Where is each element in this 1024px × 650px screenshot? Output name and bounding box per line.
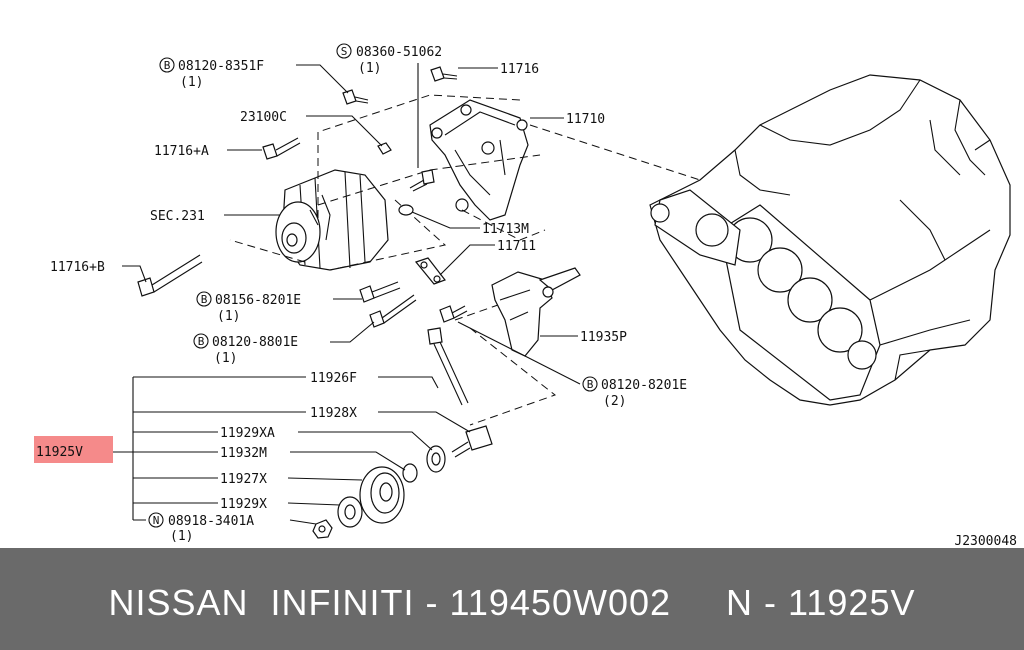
label-08156-8201e[interactable]: 08156-8201E	[215, 293, 301, 308]
label-11928x[interactable]: 11928X	[310, 406, 357, 421]
label-08918-3401a-qty: (1)	[170, 529, 193, 544]
footer-part-number: NISSAN INFINITI - 119450W002 N - 11925V	[108, 582, 916, 623]
marker-b: B	[201, 293, 208, 306]
engine-block-drawing	[649, 74, 1011, 406]
footer-banner: NISSAN INFINITI - 119450W002 N - 11925V	[0, 548, 1024, 650]
label-08120-8801e-qty: (1)	[214, 351, 237, 366]
label-08360-51062-qty: (1)	[358, 61, 381, 76]
label-11716a[interactable]: 11716+A	[154, 144, 209, 159]
label-23100c[interactable]: 23100C	[240, 110, 287, 125]
label-08360-51062[interactable]: 08360-51062	[356, 45, 442, 60]
leader-lines	[112, 63, 581, 525]
label-08918-3401a[interactable]: 08918-3401A	[168, 514, 254, 529]
hardware-parts	[137, 66, 493, 539]
circle-markers: B S B B B N	[148, 43, 598, 528]
label-11716b[interactable]: 11716+B	[50, 260, 105, 275]
marker-b: B	[198, 335, 205, 348]
marker-b: B	[587, 378, 594, 391]
marker-b: B	[164, 59, 171, 72]
parts-diagram: B S B B B N 08120-8351F (1) 08360-51062 …	[34, 43, 1017, 548]
label-11925v[interactable]: 11925V	[36, 445, 83, 460]
label-11929xa[interactable]: 11929XA	[220, 426, 275, 441]
label-11935p[interactable]: 11935P	[580, 330, 627, 345]
label-08120-8351f[interactable]: 08120-8351F	[178, 59, 264, 74]
label-11929x[interactable]: 11929X	[220, 497, 267, 512]
label-08156-8201e-qty: (1)	[217, 309, 240, 324]
label-08120-8801e[interactable]: 08120-8801E	[212, 335, 298, 350]
label-11711[interactable]: 11711	[497, 239, 536, 254]
label-11710[interactable]: 11710	[566, 112, 605, 127]
selected-part-highlight	[34, 436, 113, 463]
diagram-code: J2300048	[954, 534, 1017, 548]
label-08120-8201e[interactable]: 08120-8201E	[601, 378, 687, 393]
idler-bracket-drawing	[491, 267, 581, 357]
label-11716[interactable]: 11716	[500, 62, 539, 77]
part-labels: 08120-8351F (1) 08360-51062 (1) 11716 23…	[36, 45, 1017, 548]
label-08120-8201e-qty: (2)	[603, 394, 626, 409]
label-08120-8351f-qty: (1)	[180, 75, 203, 90]
marker-n: N	[153, 514, 160, 527]
label-sec231[interactable]: SEC.231	[150, 209, 205, 224]
label-11713m[interactable]: 11713M	[482, 222, 529, 237]
marker-s: S	[341, 45, 348, 58]
label-11932m[interactable]: 11932M	[220, 446, 267, 461]
label-11926f[interactable]: 11926F	[310, 371, 357, 386]
alternator-drawing	[275, 169, 389, 271]
alternator-bracket-drawing	[429, 99, 529, 221]
label-11927x[interactable]: 11927X	[220, 472, 267, 487]
